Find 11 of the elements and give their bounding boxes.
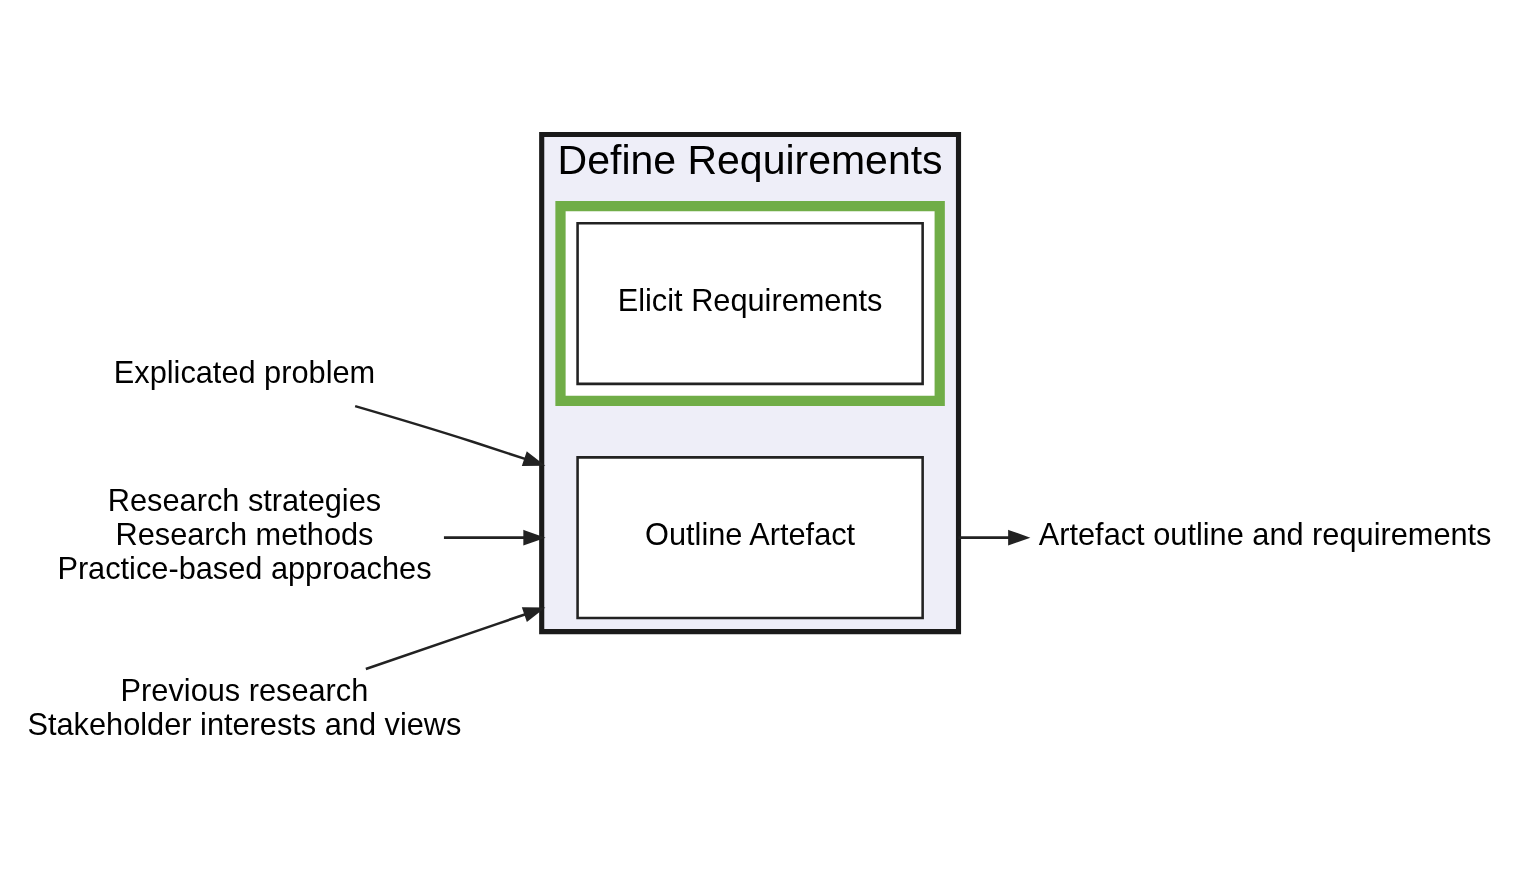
arrow — [443, 529, 546, 545]
node-text: Previous research Stakeholder interests and views — [27, 672, 462, 742]
cluster — [555, 200, 945, 406]
arrow — [354, 404, 546, 466]
node-text: Artefact outline and requirements — [1038, 516, 1492, 552]
node-text: Explicated problem — [113, 354, 376, 390]
node-box: Outline Artefact — [576, 455, 924, 619]
arrow — [958, 529, 1031, 545]
node-text: Research strategies Research methods Practice-based approaches — [57, 482, 432, 586]
arrow — [365, 606, 546, 670]
node-box: Elicit Requirements — [576, 221, 924, 385]
